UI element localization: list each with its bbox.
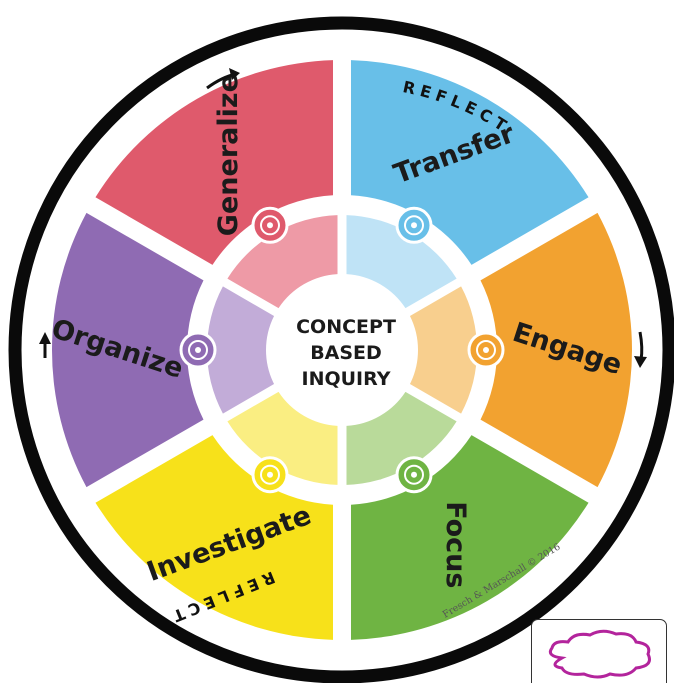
segment-generalize (95, 60, 334, 265)
cloud-shape-icon (548, 629, 651, 679)
target-icon (395, 456, 433, 494)
arrow-top-right-icon (206, 68, 240, 90)
segment-organize (51, 212, 204, 488)
segment-investigate (95, 435, 334, 640)
arrow-right-down-icon (634, 331, 647, 368)
center-line-1: CONCEPT (296, 316, 396, 338)
segment-label-focus: Focus (440, 501, 471, 588)
microscope-icon (251, 456, 289, 494)
bar-chart-icon (179, 331, 217, 369)
globe-hands-icon (395, 206, 433, 244)
segment-focus (350, 435, 589, 640)
center-line-2: BASED (310, 342, 382, 364)
arrow-left-up-icon (39, 332, 51, 358)
segment-inner-investigate (227, 391, 338, 485)
corner-panel (531, 619, 667, 683)
segment-transfer (350, 60, 589, 265)
segment-engage (480, 212, 632, 488)
segment-inner-engage (409, 286, 477, 414)
center-line-3: INQUIRY (302, 368, 391, 390)
segment-inner-organize (207, 286, 275, 414)
segment-inner-focus (346, 391, 457, 485)
network-sphere-icon (251, 206, 289, 244)
segment-inner-generalize (227, 215, 338, 309)
segment-inner-transfer (346, 215, 457, 309)
center-disc (272, 280, 412, 420)
segment-label-generalize: Generalize (213, 74, 244, 236)
hand-icon (467, 331, 505, 369)
